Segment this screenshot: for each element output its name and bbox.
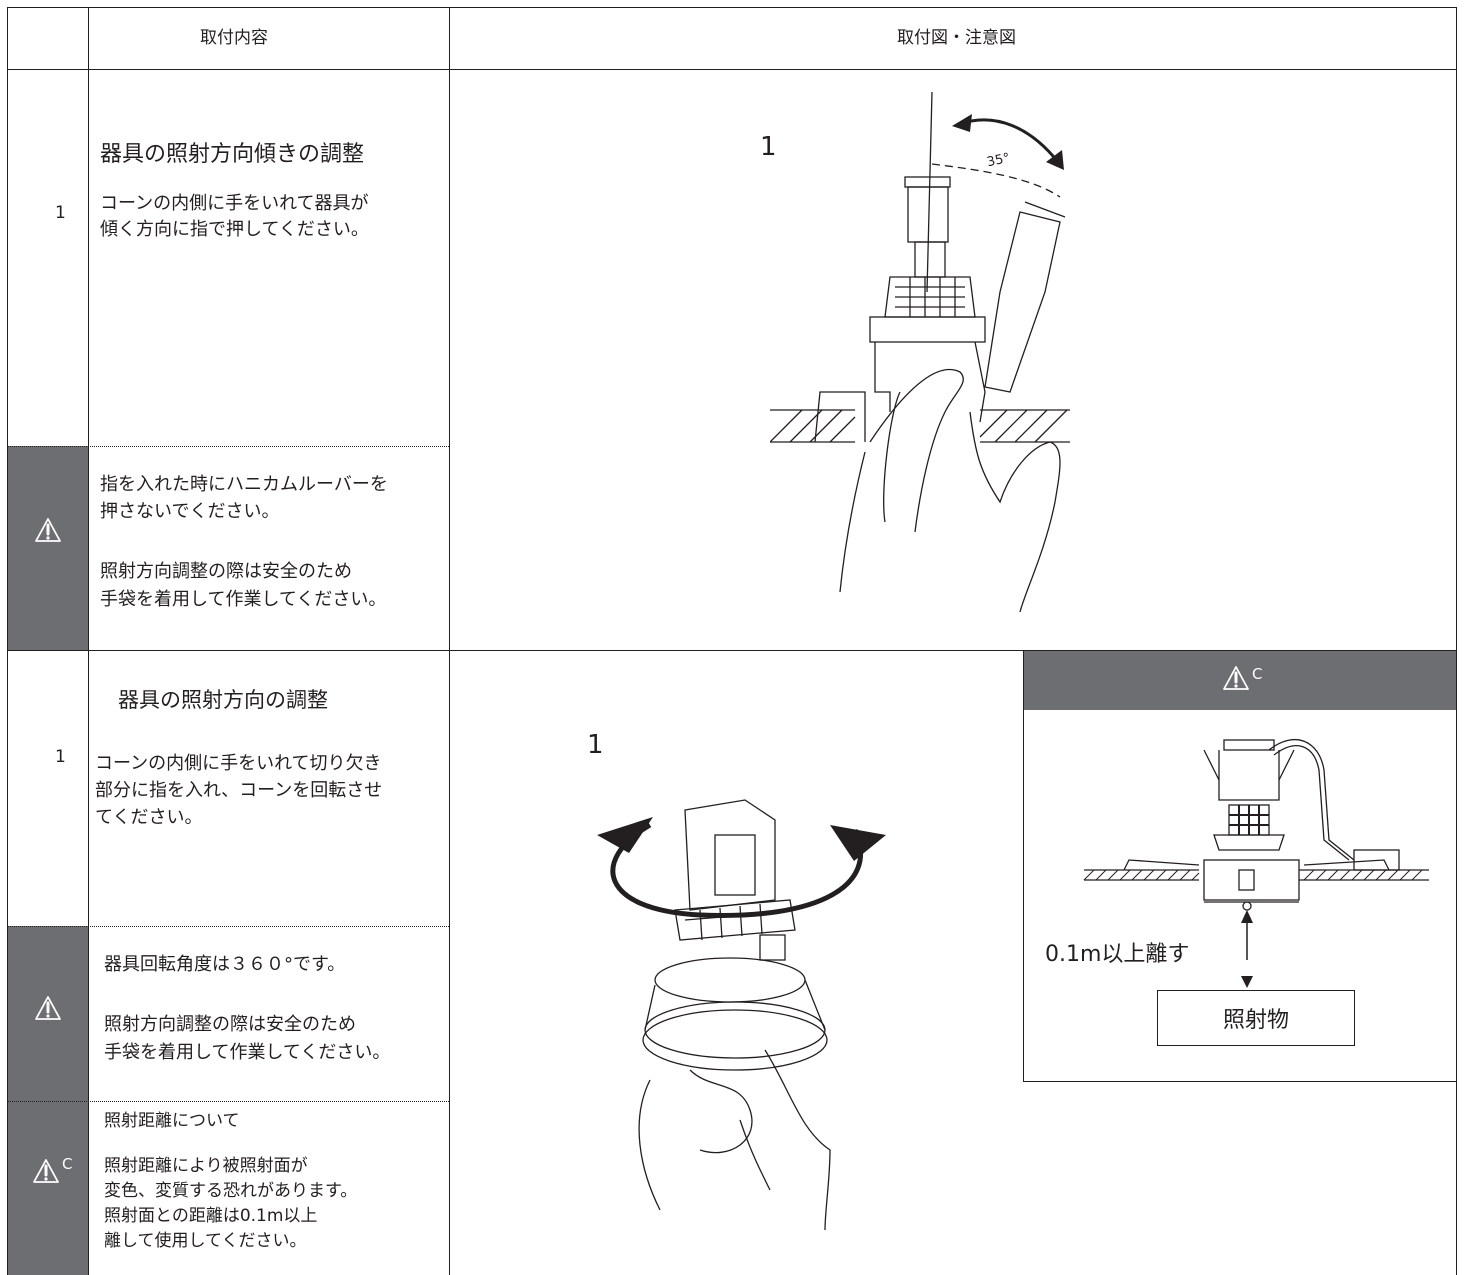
table-top-border (7, 7, 1456, 8)
section2-instruction-line-2: 部分に指を入れ、コーンを回転させ (95, 780, 383, 801)
distance-line-4: 離して使用してください。 (104, 1231, 307, 1251)
rotation-arrow-head-left (597, 817, 653, 853)
row-divider-dotted-2 (7, 926, 449, 927)
row-divider-dotted-3 (7, 1101, 449, 1102)
caution-box-suffix: C (1252, 665, 1263, 683)
section1-glove-line-1: 照射方向調整の際は安全のため (100, 561, 352, 582)
section1-glove-line-2: 手袋を着用して作業してください。 (100, 589, 387, 610)
column-divider-2 (449, 7, 450, 1275)
header-figure-label: 取付図・注意図 (897, 28, 1016, 48)
section1-instruction-line-2: 傾く方向に指で押してください。 (100, 219, 369, 240)
figure1-step: 1 (760, 132, 777, 162)
rotation-note: 器具回転角度は３６０°です。 (104, 954, 346, 975)
section1-title: 器具の照射方向傾きの調整 (100, 142, 365, 167)
distance-line-2: 変色、変質する恐れがあります。 (104, 1181, 358, 1201)
fixture-distance-drawing (1083, 739, 1429, 960)
target-object-box: 照射物 (1157, 990, 1355, 1046)
distance-title: 照射距離について (104, 1111, 240, 1131)
warning-icon (34, 517, 62, 543)
distance-arrow-head (1241, 976, 1253, 988)
distance-line-3: 照射面との距離は0.1m以上 (104, 1206, 318, 1226)
section2-instruction-line-3: てください。 (95, 807, 203, 828)
header-bottom-border (7, 69, 1456, 70)
section1-instruction-line-1: コーンの内側に手をいれて器具が (100, 193, 369, 214)
caution-c-suffix: C (62, 1155, 73, 1173)
distance-line-1: 照射距離により被照射面が (104, 1156, 308, 1176)
tilt-adjustment-illustration (770, 92, 1070, 613)
tilt-direction-arrow (952, 114, 1064, 170)
section2-glove-line-2: 手袋を着用して作業してください。 (104, 1042, 391, 1063)
section1-caution-line-2: 押さないでください。 (100, 501, 280, 522)
header-content-label: 取付内容 (200, 28, 268, 48)
figure2-step: 1 (587, 730, 604, 760)
step-number-2: 1 (55, 747, 66, 767)
section2-instruction-line-1: コーンの内側に手をいれて切り欠き (95, 753, 382, 774)
target-object-label: 照射物 (1222, 1008, 1289, 1033)
row-divider-dotted-1 (7, 446, 449, 447)
step-number-1: 1 (55, 203, 66, 223)
section1-caution-line-1: 指を入れた時にハニカムルーバーを (100, 474, 388, 495)
rotation-adjustment-illustration (610, 799, 863, 1230)
caution-cell-3 (7, 1101, 89, 1275)
caution-box (1023, 650, 1456, 1082)
table-right-border (1456, 7, 1457, 1275)
column-divider-1 (88, 7, 89, 1275)
rotation-arrow-head-right (830, 825, 886, 861)
caution-box-header (1023, 650, 1456, 710)
section2-glove-line-1: 照射方向調整の際は安全のため (104, 1014, 356, 1035)
section-divider (7, 650, 1456, 651)
section2-title: 器具の照射方向の調整 (118, 688, 328, 712)
caution-c-icon (32, 1158, 60, 1184)
table-left-border (7, 7, 8, 1275)
caution-c-icon (1222, 665, 1250, 691)
warning-icon (34, 995, 62, 1021)
distance-label: 0.1m以上離す (1045, 942, 1190, 967)
caution-cell-1 (7, 446, 89, 650)
